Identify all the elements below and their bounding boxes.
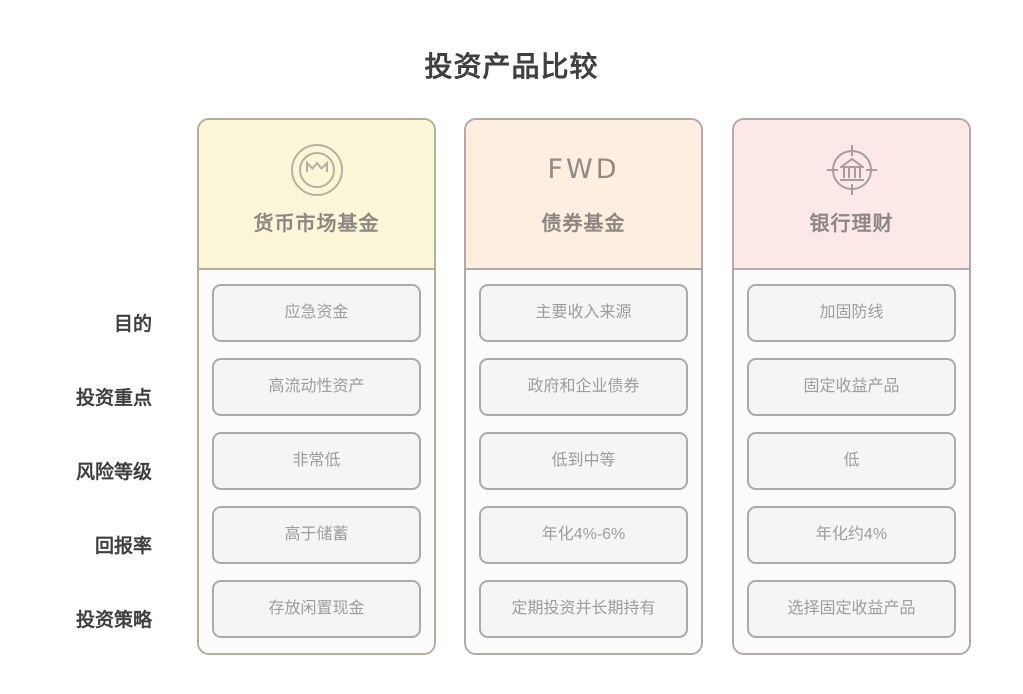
row-label-column: 目的 投资重点 风险等级 回报率 投资策略 <box>0 118 170 658</box>
product-card-bank-wealth-management[interactable]: 银行理财 加固防线 固定收益产品 低 年化约4% 选择固定收益产品 <box>732 118 971 655</box>
cell-bond-fund-purpose[interactable]: 主要收入来源 <box>479 284 688 342</box>
card-body-bank-wealth-management: 加固防线 固定收益产品 低 年化约4% 选择固定收益产品 <box>734 270 969 653</box>
card-header-bank-wealth-management: 银行理财 <box>734 120 969 270</box>
card-body-money-market-fund: 应急资金 高流动性资产 非常低 高于储蓄 存放闲置现金 <box>199 270 434 653</box>
bank-target-icon <box>824 142 880 198</box>
card-title-money-market-fund: 货币市场基金 <box>253 213 380 235</box>
cell-bank-wealth-focus[interactable]: 固定收益产品 <box>747 358 956 416</box>
row-label-purpose: 目的 <box>113 314 152 335</box>
product-card-money-market-fund[interactable]: 货币市场基金 应急资金 高流动性资产 非常低 高于储蓄 存放闲置现金 <box>197 118 436 655</box>
cell-money-market-purpose[interactable]: 应急资金 <box>212 284 421 342</box>
coin-m-icon <box>289 142 345 198</box>
row-label-investment-focus: 投资重点 <box>75 388 152 409</box>
card-title-bank-wealth-management: 银行理财 <box>809 213 894 235</box>
cell-bank-wealth-purpose[interactable]: 加固防线 <box>747 284 956 342</box>
cell-bond-fund-return[interactable]: 年化4%-6% <box>479 506 688 564</box>
fwd-wordmark: FWD <box>547 142 619 198</box>
row-label-investment-strategy: 投资策略 <box>75 610 152 631</box>
fwd-wordmark-label: FWD <box>547 154 620 185</box>
page-title: 投资产品比较 <box>424 51 599 82</box>
card-body-bond-fund: 主要收入来源 政府和企业债券 低到中等 年化4%-6% 定期投资并长期持有 <box>466 270 701 653</box>
comparison-board: 目的 投资重点 风险等级 回报率 投资策略 货币市场基金 应急资金 高流动性资产… <box>0 118 1023 658</box>
card-header-bond-fund: FWD 债券基金 <box>466 120 701 270</box>
cell-bond-fund-strategy[interactable]: 定期投资并长期持有 <box>479 580 688 638</box>
cell-bank-wealth-risk[interactable]: 低 <box>747 432 956 490</box>
cell-money-market-return[interactable]: 高于储蓄 <box>212 506 421 564</box>
cell-bond-fund-risk[interactable]: 低到中等 <box>479 432 688 490</box>
cell-bank-wealth-strategy[interactable]: 选择固定收益产品 <box>747 580 956 638</box>
cell-bank-wealth-return[interactable]: 年化约4% <box>747 506 956 564</box>
cell-bond-fund-focus[interactable]: 政府和企业债券 <box>479 358 688 416</box>
row-label-risk-level: 风险等级 <box>75 462 152 483</box>
cell-money-market-focus[interactable]: 高流动性资产 <box>212 358 421 416</box>
row-label-return-rate: 回报率 <box>94 536 152 557</box>
cell-money-market-risk[interactable]: 非常低 <box>212 432 421 490</box>
card-header-money-market-fund: 货币市场基金 <box>199 120 434 270</box>
cell-money-market-strategy[interactable]: 存放闲置现金 <box>212 580 421 638</box>
card-title-bond-fund: 债券基金 <box>541 213 626 235</box>
product-card-bond-fund[interactable]: FWD 债券基金 主要收入来源 政府和企业债券 低到中等 年化4%-6% 定期投… <box>464 118 703 655</box>
